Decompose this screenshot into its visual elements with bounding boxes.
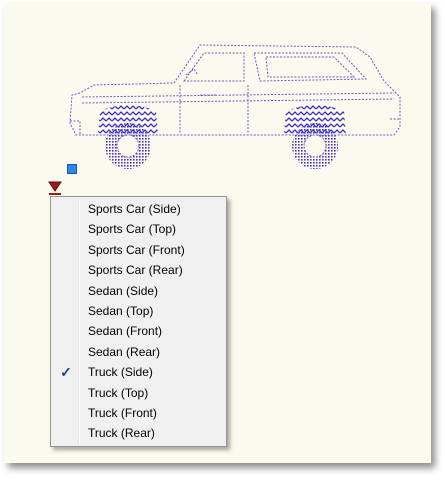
menu-item[interactable]: Truck (Top) bbox=[51, 383, 226, 403]
menu-item-label: Truck (Front) bbox=[88, 405, 157, 420]
truck-side-drawing[interactable] bbox=[4, 3, 431, 203]
menu-item[interactable]: Sports Car (Rear) bbox=[51, 260, 226, 280]
menu-item-label: Sedan (Side) bbox=[88, 283, 159, 298]
menu-item-label: Truck (Side) bbox=[88, 365, 153, 380]
menu-item[interactable]: Sports Car (Side) bbox=[51, 199, 226, 219]
menu-item-label: Sports Car (Top) bbox=[88, 222, 177, 237]
menu-item[interactable]: Sedan (Front) bbox=[51, 321, 226, 341]
menu-item[interactable]: Sedan (Top) bbox=[51, 301, 226, 321]
menu-item-label: Sedan (Top) bbox=[88, 303, 154, 318]
menu-item-label: Sports Car (Front) bbox=[88, 242, 185, 257]
check-icon: ✓ bbox=[60, 364, 72, 381]
menu-item[interactable]: Truck (Rear) bbox=[51, 423, 226, 443]
drawing-canvas: Sports Car (Side) Sports Car (Top) Sports … bbox=[4, 3, 431, 463]
view-dropdown-menu: Sports Car (Side) Sports Car (Top) Sports … bbox=[50, 196, 227, 447]
menu-item-label: Sedan (Front) bbox=[88, 324, 163, 339]
menu-item[interactable]: Sedan (Side) bbox=[51, 281, 226, 301]
menu-item[interactable]: Sedan (Rear) bbox=[51, 342, 226, 362]
dropdown-arrow-icon[interactable] bbox=[47, 180, 63, 196]
grip-square-icon[interactable] bbox=[67, 164, 77, 174]
menu-item-label: Truck (Rear) bbox=[88, 426, 155, 441]
menu-item[interactable]: Sports Car (Top) bbox=[51, 219, 226, 239]
menu-item-label: Truck (Top) bbox=[88, 385, 149, 400]
menu-item[interactable]: Sports Car (Front) bbox=[51, 240, 226, 260]
menu-item-label: Sports Car (Side) bbox=[88, 202, 181, 216]
menu-item-label: Sedan (Rear) bbox=[88, 344, 161, 359]
menu-item[interactable]: ✓ Truck (Side) bbox=[51, 362, 226, 382]
menu-item-label: Sports Car (Rear) bbox=[88, 263, 183, 278]
menu-item[interactable]: Truck (Front) bbox=[51, 403, 226, 423]
